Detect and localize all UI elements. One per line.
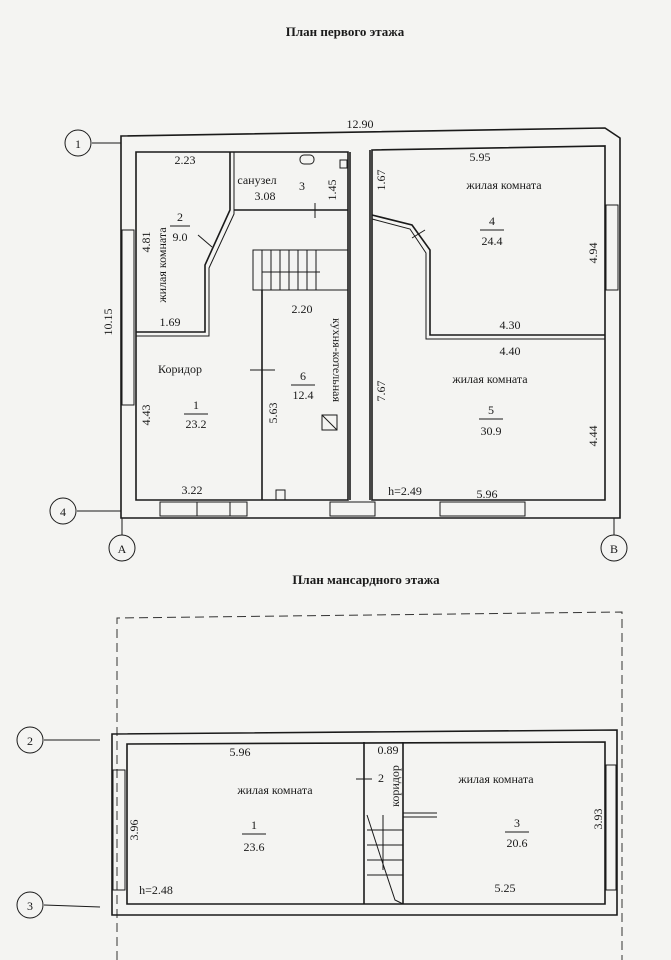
dim-overall-width: 12.90 [347,117,374,131]
attic-room3-dim: 5.25 [495,881,516,895]
room1-name: Коридор [158,362,202,376]
room3-name: санузел [237,173,276,187]
room5-area: 30.9 [481,424,502,438]
attic-room3-area: 20.6 [507,836,528,850]
attic-room1-dim: 5.96 [230,745,251,759]
room2-name: жилая комната [155,227,169,304]
room4-dim: 4.94 [586,243,600,264]
room1-area: 23.2 [186,417,207,431]
room3-dim: 3.08 [255,189,276,203]
attic-room3-name: жилая комната [457,772,534,786]
plan2-ceiling-height: h=2.48 [139,883,173,897]
plan1-labels: 12.90 10.15 2.23 санузел 3 3.08 1.45 2 9… [101,117,600,501]
axis-b-label: B [610,542,618,556]
room2-area: 9.0 [173,230,188,244]
plan1-walls [120,127,621,519]
room4-name: жилая комната [465,178,542,192]
attic-room2-num: 2 [378,771,384,785]
room3-dim: 1.45 [325,180,339,201]
room4-dim: 4.30 [500,318,521,332]
room5-dim: 4.40 [500,344,521,358]
plan2-labels: 5.96 жилая комната 3.96 1 23.6 h=2.48 0.… [127,743,605,897]
axis-a-label: A [118,542,127,556]
room1-dim: 4.43 [139,405,153,426]
room6-name: кухня-котельная [330,318,344,402]
axis-3-label: 3 [27,899,33,913]
attic-room1-name: жилая комната [236,783,313,797]
room4-dim: 5.95 [470,150,491,164]
room5-num: 5 [488,403,494,417]
room6-dim: 2.20 [292,302,313,316]
attic-room1-dim: 3.96 [127,820,141,841]
attic-room1-num: 1 [251,818,257,832]
room5-name: жилая комната [451,372,528,386]
room6-num: 6 [300,369,306,383]
axis-1-label: 1 [75,137,81,151]
axis-4-label: 4 [60,505,66,519]
attic-room2-dim: 0.89 [378,743,399,757]
plan2-axis-markers: 2 3 [16,726,101,919]
room1-num: 1 [193,398,199,412]
attic-room2-name: коридор [388,765,402,807]
room2-num: 2 [177,210,183,224]
room5-dim: 5.96 [477,487,498,501]
attic-room3-num: 3 [514,816,520,830]
room4-dim: 1.67 [374,170,388,191]
plan1-title: План первого этажа [286,24,405,39]
room2-dim: 4.81 [139,232,153,253]
room6-area: 12.4 [293,388,314,402]
room6-dim: 5.63 [266,403,280,424]
room1-dim: 3.22 [182,483,203,497]
room4-area: 24.4 [482,234,503,248]
room5-dim: 4.44 [586,426,600,447]
room3-num: 3 [299,179,305,193]
room2-dim: 2.23 [175,153,196,167]
plan1-axis-markers: 1 4 A B [49,129,628,562]
attic-room1-area: 23.6 [244,840,265,854]
room2-dim: 1.69 [160,315,181,329]
axis-2-label: 2 [27,734,33,748]
plan2-title: План мансардного этажа [292,572,440,587]
dim-overall-height: 10.15 [101,309,115,336]
attic-room3-dim: 3.93 [591,809,605,830]
room4-num: 4 [489,214,495,228]
plan2-walls [111,611,623,960]
plan1-ceiling-height: h=2.49 [388,484,422,498]
room5-dim: 7.67 [374,381,388,402]
